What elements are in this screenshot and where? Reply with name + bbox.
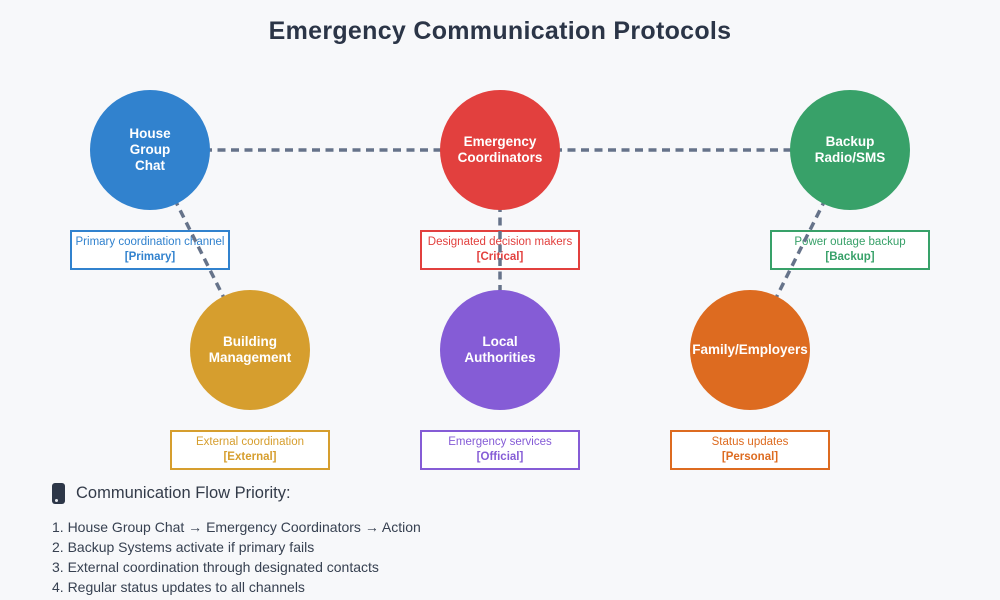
flow-priority-item: 4. Regular status updates to all channel… xyxy=(52,579,305,595)
desc-tag: [Primary] xyxy=(124,251,176,263)
desc-box-house-group-chat: Primary coordination channel [Primary] xyxy=(70,230,230,270)
node-family-employers: Family/Employers xyxy=(690,290,810,410)
desc-text: Status updates xyxy=(711,436,789,448)
desc-text: Power outage backup xyxy=(794,236,906,248)
flow-priority-list: 1. House Group Chat → Emergency Coordina… xyxy=(52,517,421,597)
page-title: Emergency Communication Protocols xyxy=(268,17,732,45)
desc-box-backup-radio-sms: Power outage backup [Backup] xyxy=(770,230,930,270)
desc-box-local-authorities: Emergency services [Official] xyxy=(420,430,580,470)
node-label: Local Authorities xyxy=(464,334,536,365)
desc-box-emergency-coordinators: Designated decision makers [Critical] xyxy=(420,230,580,270)
node-label: Backup Radio/SMS xyxy=(814,134,886,165)
node-house-group-chat: House Group Chat xyxy=(90,90,210,210)
desc-text: Emergency services xyxy=(448,436,552,448)
flow-priority-item: 2. Backup Systems activate if primary fa… xyxy=(52,539,315,555)
flow-priority-item: 3. External coordination through designa… xyxy=(52,559,379,575)
desc-tag: [Critical] xyxy=(476,251,524,263)
node-label: House Group Chat xyxy=(129,126,171,173)
desc-box-family-employers: Status updates [Personal] xyxy=(670,430,830,470)
desc-tag: [Official] xyxy=(476,451,524,463)
desc-box-building-management: External coordination [External] xyxy=(170,430,330,470)
desc-text: External coordination xyxy=(195,436,305,448)
desc-text: Primary coordination channel xyxy=(75,236,225,248)
node-label: Emergency Coordinators xyxy=(457,134,543,165)
desc-tag: [External] xyxy=(223,451,277,463)
node-local-authorities: Local Authorities xyxy=(440,290,560,410)
flow-priority-section: Communication Flow Priority: 1. House Gr… xyxy=(52,483,421,597)
desc-tag: [Backup] xyxy=(825,251,875,263)
mobile-phone-icon xyxy=(52,483,65,504)
node-emergency-coordinators: Emergency Coordinators xyxy=(440,90,560,210)
desc-tag: [Personal] xyxy=(721,451,779,463)
node-label: Family/Employers xyxy=(692,342,808,357)
flow-priority-heading-row: Communication Flow Priority: xyxy=(52,483,421,504)
flow-priority-item: 1. House Group Chat → Emergency Coordina… xyxy=(52,519,421,535)
flow-priority-heading: Communication Flow Priority: xyxy=(76,484,291,502)
node-building-management: Building Management xyxy=(190,290,310,410)
node-backup-radio-sms: Backup Radio/SMS xyxy=(790,90,910,210)
node-label: Building Management xyxy=(208,334,292,365)
desc-text: Designated decision makers xyxy=(427,236,573,248)
